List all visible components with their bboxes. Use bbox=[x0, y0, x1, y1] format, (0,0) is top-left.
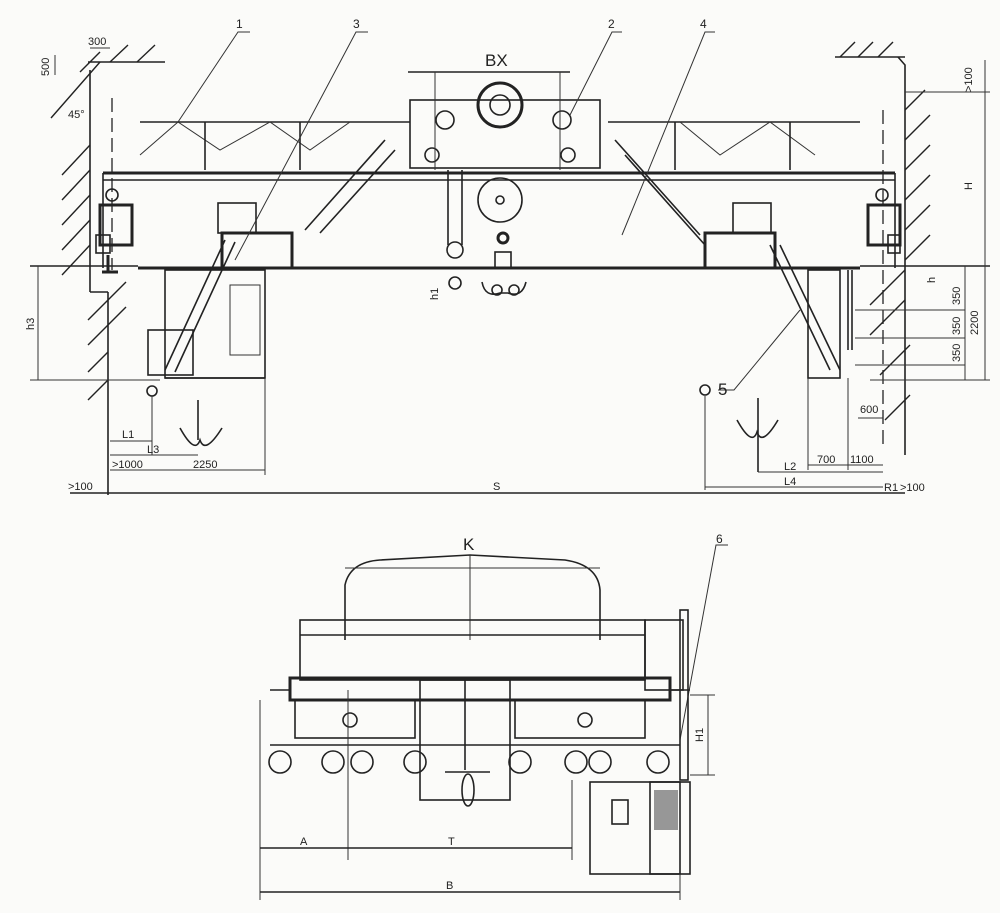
front-dimensions bbox=[30, 47, 990, 494]
hook-assembly bbox=[419, 679, 511, 807]
dim-350-a: 350 bbox=[951, 287, 963, 305]
dim-r1: R1 bbox=[884, 482, 898, 494]
dim-t: T bbox=[448, 836, 455, 848]
left-end-truck bbox=[95, 188, 134, 274]
dim-gt100-top: >100 bbox=[963, 67, 975, 92]
dim-a: A bbox=[300, 836, 308, 848]
left-wall bbox=[61, 70, 127, 495]
dim-k: K bbox=[463, 535, 475, 554]
callout-6: 6 bbox=[716, 532, 723, 546]
dim-gt100-right: >100 bbox=[900, 482, 925, 494]
dim-500: 500 bbox=[40, 58, 52, 76]
callout-2: 2 bbox=[608, 17, 615, 31]
dim-1100: 1100 bbox=[850, 454, 874, 466]
left-handrail bbox=[139, 121, 410, 170]
dim-300: 300 bbox=[88, 36, 106, 48]
dim-h1-front: h1 bbox=[429, 288, 441, 300]
dim-600: 600 bbox=[860, 404, 878, 416]
right-stairs bbox=[614, 139, 841, 371]
left-stairs bbox=[164, 139, 396, 373]
callout-5: 5 bbox=[718, 380, 727, 399]
right-ceiling-hatch bbox=[835, 41, 905, 58]
dim-h: H bbox=[963, 182, 975, 190]
trolley bbox=[409, 81, 601, 296]
wheels bbox=[268, 712, 680, 774]
right-end-truck bbox=[866, 188, 902, 254]
dim-gt1000: >1000 bbox=[112, 459, 143, 471]
bridge-girder bbox=[30, 171, 990, 270]
end-cab bbox=[589, 609, 691, 875]
left-drive bbox=[217, 202, 294, 270]
girder-section bbox=[270, 619, 690, 739]
mesh-panel bbox=[654, 790, 678, 830]
callout-1: 1 bbox=[236, 17, 243, 31]
dim-b: B bbox=[446, 880, 453, 892]
angle-45: 45° bbox=[68, 109, 85, 121]
operator-cab bbox=[147, 269, 266, 379]
right-handrail bbox=[608, 121, 860, 170]
dim-bx: BX bbox=[485, 51, 508, 70]
dim-h1-end: H1 bbox=[694, 728, 706, 742]
dim-l2: L2 bbox=[784, 461, 796, 473]
right-hook-limit bbox=[699, 384, 779, 490]
right-ladder-cage bbox=[807, 269, 853, 379]
callout-4: 4 bbox=[700, 17, 707, 31]
dim-700: 700 bbox=[817, 454, 835, 466]
right-wall bbox=[869, 56, 931, 455]
right-drive bbox=[703, 202, 777, 270]
callout-3: 3 bbox=[353, 17, 360, 31]
left-ceiling-hatch bbox=[50, 44, 165, 119]
dim-350-c: 350 bbox=[951, 344, 963, 362]
dim-2200: 2200 bbox=[969, 311, 981, 335]
dim-2250: 2250 bbox=[193, 459, 217, 471]
front-view: 1 3 2 4 5 6 BX S 300 500 45° h3 h1 >100 … bbox=[25, 17, 990, 741]
dim-l1: L1 bbox=[122, 429, 134, 441]
end-view: K H1 A T B bbox=[259, 535, 715, 900]
left-hook-limit bbox=[146, 385, 223, 455]
dim-h-small: h bbox=[926, 277, 938, 283]
dim-l4: L4 bbox=[784, 476, 796, 488]
dim-s: S bbox=[493, 481, 500, 493]
dim-gt100-left: >100 bbox=[68, 481, 93, 493]
dim-350-b: 350 bbox=[951, 317, 963, 335]
trolley-outline bbox=[344, 554, 601, 640]
callout-leaders bbox=[177, 31, 801, 741]
dim-l3: L3 bbox=[147, 444, 159, 456]
dim-h3: h3 bbox=[25, 318, 37, 330]
end-dimensions bbox=[259, 690, 715, 900]
